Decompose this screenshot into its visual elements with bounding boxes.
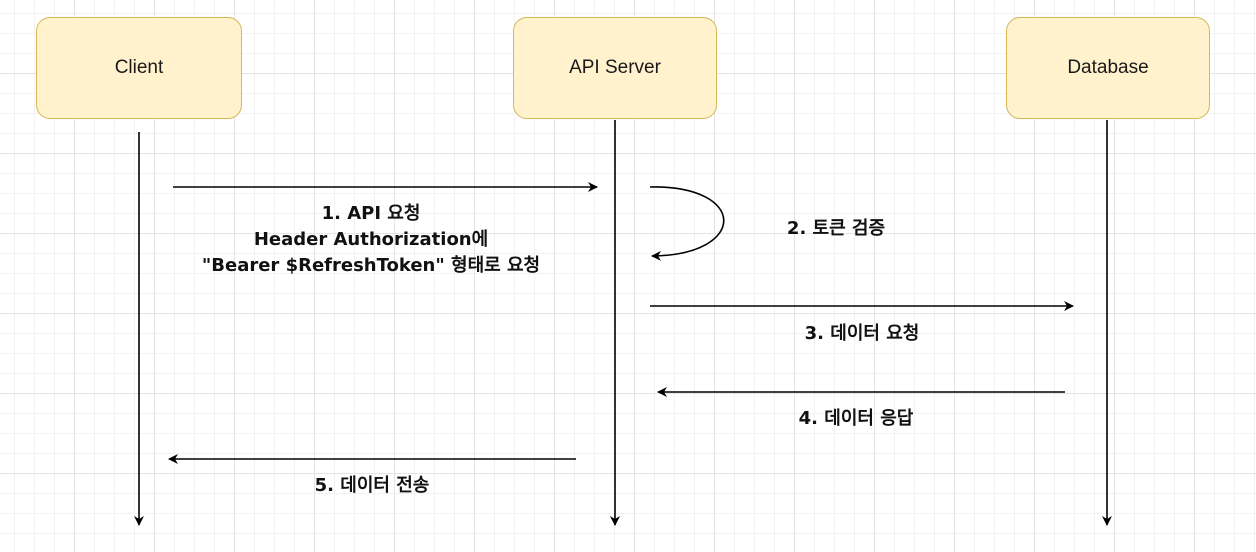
label-data-send: 5. 데이터 전송 xyxy=(272,473,472,499)
label-data-response: 4. 데이터 응답 xyxy=(756,406,956,432)
label-api-request-line-1: 1. API 요청 xyxy=(321,203,421,224)
actor-database-label: Database xyxy=(1067,57,1149,78)
actor-client[interactable]: Client xyxy=(36,17,242,119)
label-api-request-line-3: "Bearer $RefreshToken" 형태로 요청 xyxy=(201,255,541,276)
label-data-request: 3. 데이터 요청 xyxy=(762,321,962,347)
actor-database[interactable]: Database xyxy=(1006,17,1210,119)
actor-api-server[interactable]: API Server xyxy=(513,17,717,119)
label-data-send-line: 5. 데이터 전송 xyxy=(314,475,430,496)
label-data-response-line: 4. 데이터 응답 xyxy=(798,408,914,429)
label-api-request-line-2: Header Authorization에 xyxy=(253,229,489,250)
label-data-request-line: 3. 데이터 요청 xyxy=(804,323,920,344)
label-token-verify-line: 2. 토큰 검증 xyxy=(786,218,886,239)
actor-client-label: Client xyxy=(114,57,164,78)
label-api-request: 1. API 요청 Header Authorization에 "Bearer … xyxy=(171,201,571,279)
arrow-token-verify xyxy=(649,186,725,261)
actor-api-server-label: API Server xyxy=(569,57,661,78)
label-token-verify: 2. 토큰 검증 xyxy=(736,216,936,242)
